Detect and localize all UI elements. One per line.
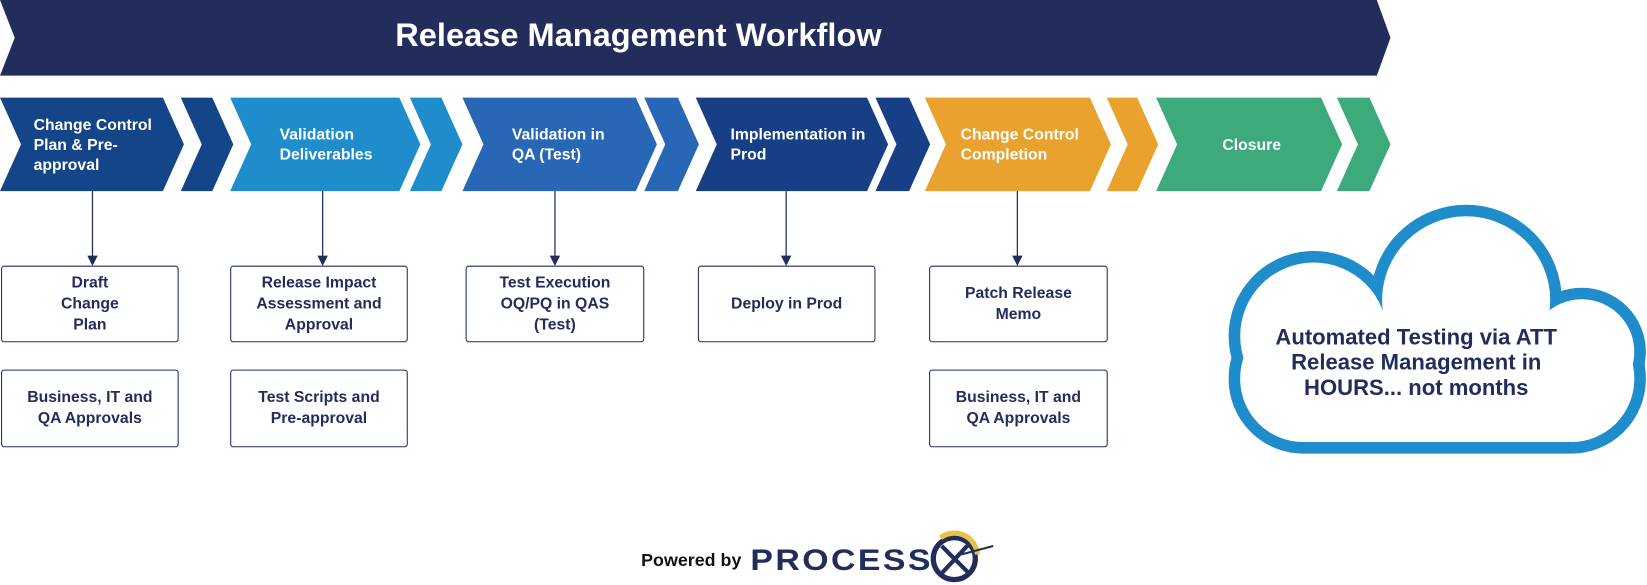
cloud-icon [1228, 204, 1646, 454]
step-connector-chevron-1 [180, 97, 234, 192]
process-x-logo: PROCESS [750, 543, 933, 577]
step-chevron-4 [695, 97, 889, 192]
step-chevron-6 [1156, 97, 1343, 192]
step-chevron-1 [0, 97, 184, 192]
step-label-5: Change Control Completion [960, 125, 1079, 164]
step-connector-chevron-5 [1106, 97, 1159, 192]
task-business-it-qa-approvals: Business, IT and QA Approvals [1, 369, 179, 448]
arrowhead-icon [317, 255, 328, 267]
task-test-execution: Test Execution OQ/PQ in QAS (Test) [465, 265, 645, 343]
step-chevron-2 [230, 97, 421, 192]
step-connector-chevron-2 [409, 97, 463, 192]
arrowhead-icon [549, 255, 561, 267]
step-label-6: Closure [1222, 135, 1282, 154]
process-x-emblem [930, 530, 994, 583]
step-label-2: Validation Deliverables [279, 125, 373, 164]
step-chevron-5 [924, 97, 1111, 192]
task-release-impact-assessment: Release Impact Assessment and Approval [230, 265, 408, 343]
step-chevron-3 [462, 97, 657, 192]
step-connector-chevron-6 [1336, 97, 1391, 192]
cloud-message: Automated Testing via ATT Release Manage… [1275, 325, 1558, 401]
powered-by-label: Powered by [641, 550, 742, 571]
task-patch-release-memo: Patch Release Memo [929, 265, 1108, 343]
step-label-4: Implementation in Prod [730, 125, 866, 164]
task-deploy-in-prod: Deploy in Prod [697, 265, 876, 343]
step-connector-chevron-4 [875, 97, 931, 192]
task-business-it-qa-approvals-2: Business, IT and QA Approvals [929, 369, 1108, 448]
step-label-1: Change Control Plan & Pre-approval [33, 116, 152, 174]
step-connector-chevron-3 [644, 97, 699, 192]
arrowhead-icon [87, 255, 98, 267]
arrowhead-icon [780, 255, 792, 267]
step-label-3: Validation in QA (Test) [511, 125, 605, 164]
task-test-scripts: Test Scripts and Pre-approval [230, 369, 408, 448]
task-draft-change-plan: Draft Change Plan [1, 265, 179, 343]
title-banner [0, 0, 1391, 76]
arrowhead-icon [1012, 255, 1023, 267]
page-title: Release Management Workflow [395, 16, 882, 54]
